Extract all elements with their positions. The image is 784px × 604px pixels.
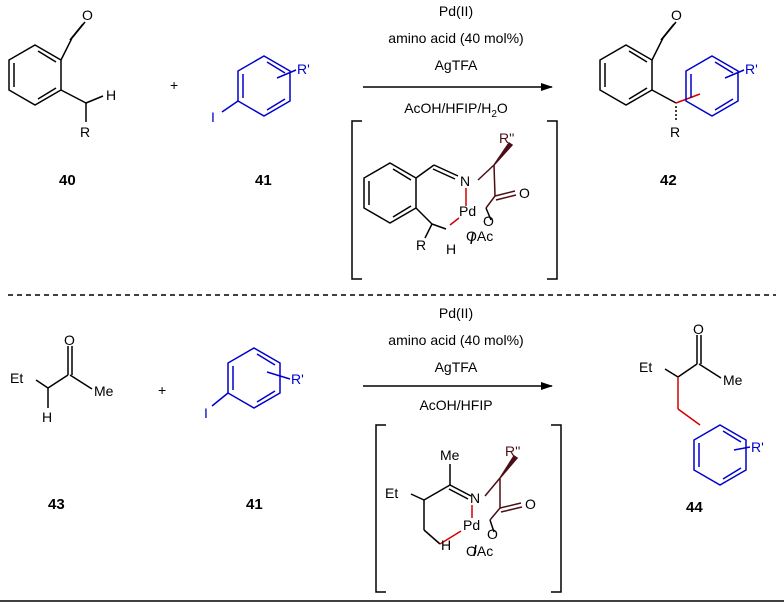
intermediate-ring-oxygen-top: O (483, 213, 494, 229)
compound-44-label: 44 (686, 499, 703, 516)
compound-41-label-top: 41 (255, 172, 272, 189)
condition-oxidant-bottom: AgTFA (435, 359, 478, 375)
palladacycle-intermediate-bottom (410, 454, 523, 557)
intermediate-acetate-top: OAc (466, 228, 493, 244)
compound-41-structure-top (221, 55, 297, 117)
intermediate-carbonyl-oxygen-bottom: O (525, 496, 536, 512)
intermediate-palladium-top: Pd (459, 203, 476, 219)
compound-41-structure-bottom (211, 347, 291, 409)
compound-43-hydrogen: H (42, 409, 52, 425)
compound-40-oxygen: O (82, 7, 93, 23)
compound-42-structure (599, 21, 745, 122)
compound-40-structure (8, 21, 104, 122)
compound-41-iodine-bottom: I (204, 405, 208, 421)
intermediate-palladium-bottom: Pd (463, 517, 480, 533)
compound-43-structure (35, 346, 93, 408)
intermediate-hydrogen-top: H (446, 241, 456, 257)
intermediate-nitrogen-top: N (460, 173, 470, 189)
compound-44-methyl: Me (723, 372, 743, 388)
compound-44-structure (664, 335, 751, 486)
condition-catalyst-bottom: Pd(II) (439, 305, 473, 321)
plus-sign-bottom: + (158, 382, 166, 398)
intermediate-ring-oxygen-bottom: O (487, 526, 498, 542)
compound-40-r-group: R (80, 124, 90, 140)
intermediate-hydrogen-bottom: H (441, 537, 451, 553)
compound-41-label-bottom: 41 (246, 496, 263, 513)
intermediate-methyl-bottom: Me (440, 447, 460, 463)
palladacycle-intermediate-top (363, 141, 517, 245)
intermediate-acetate-bottom: OAc (466, 543, 493, 559)
condition-oxidant-top: AgTFA (435, 57, 478, 73)
compound-43-methyl: Me (94, 383, 114, 399)
compound-41-r-prime-top: R' (297, 61, 310, 77)
intermediate-r-group-top: R (416, 237, 426, 253)
intermediate-nitrogen-bottom: N (470, 490, 480, 506)
compound-42-oxygen: O (671, 7, 682, 23)
compound-43-ethyl: Et (10, 370, 23, 386)
condition-ligand-top: amino acid (40 mol%) (388, 30, 523, 46)
compound-42-label: 42 (660, 172, 677, 189)
compound-42-r-group: R (670, 124, 680, 140)
intermediate-carbonyl-oxygen-top: O (519, 185, 530, 201)
intermediate-ethyl-bottom: Et (385, 485, 398, 501)
compound-44-oxygen: O (693, 321, 704, 337)
scheme-top: O H R 40 + I R' 41 Pd(II) amino acid (40… (8, 3, 758, 280)
scheme-bottom: O Et Me H 43 + I R' 41 Pd(II) amino acid… (10, 305, 764, 593)
compound-43-label: 43 (48, 496, 65, 513)
condition-catalyst-top: Pd(II) (439, 3, 473, 19)
condition-solvent-bottom: AcOH/HFIP (419, 397, 492, 413)
condition-solvent-top: AcOH/HFIP/H2O (404, 100, 508, 120)
compound-40-label: 40 (59, 172, 76, 189)
intermediate-bracket-bottom (375, 424, 562, 593)
compound-40-hydrogen: H (106, 87, 116, 103)
compound-41-iodine-top: I (211, 109, 215, 125)
compound-44-r-prime: R' (751, 439, 764, 455)
compound-42-r-prime: R' (745, 61, 758, 77)
compound-41-r-prime-bottom: R' (291, 371, 304, 387)
condition-ligand-bottom: amino acid (40 mol%) (388, 332, 523, 348)
compound-44-ethyl: Et (639, 359, 652, 375)
plus-sign-top: + (170, 77, 178, 93)
intermediate-r-double-prime-top: R'' (499, 130, 514, 146)
compound-43-oxygen: O (64, 332, 75, 348)
intermediate-bracket-top (351, 120, 558, 280)
intermediate-r-double-prime-bottom: R'' (505, 443, 520, 459)
